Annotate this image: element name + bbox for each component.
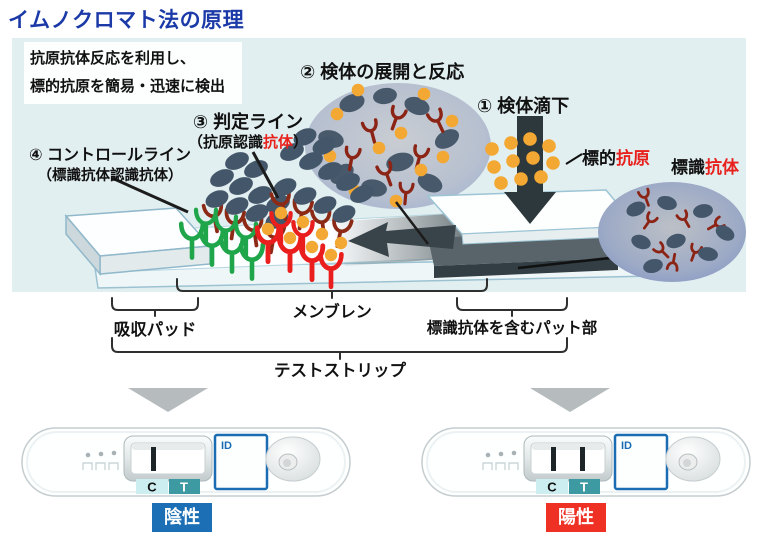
c-chip [536,479,568,494]
result-window [123,435,213,482]
page-title: イムノクロマト法の原理 [8,9,245,32]
t-chip [569,479,600,494]
device-dots [482,450,519,470]
step-drop-label: ① 検体滴下 [477,96,570,116]
test-line-mark [580,447,585,471]
target-antigen-accent: 抗原 [616,149,650,168]
sample-well [265,436,321,482]
result-window [523,435,613,482]
test-strip-bracket [111,337,568,360]
free-antigens [485,132,560,190]
down-triangle-icon [128,388,208,412]
intro-line-2: 標的抗原を簡易・迅速に検出 [30,77,226,95]
test-line-title: ③ 判定ライン [192,112,304,132]
test-line-sub-accent: 抗体 [262,133,293,151]
intro-line-1: 抗原抗体反応を利用し、 [30,50,196,67]
conjugate-pad-bracket [456,297,568,317]
flow-arrow-icon [348,222,456,257]
test-line-sub: （抗原認識抗体） [178,134,318,152]
absorption-pad-label: 吸収パッド [113,321,197,339]
device-positive: C T ID [421,427,751,497]
c-label: C [147,480,157,495]
step-development-label: ② 検体の展開と反応 [300,62,465,82]
conjugate-pad-label: 標識抗体を含むパット部 [426,320,598,337]
sample-well [665,436,721,482]
c-chip [136,479,168,494]
conjugate-pad-pointer-line [517,256,611,270]
membrane-label: メンブレン [292,304,372,321]
labeled-antibody-prefix: 標識 [671,158,705,177]
t-chip [169,479,200,494]
target-antigen-prefix: 標的 [582,149,616,168]
control-line-pointer [111,176,189,214]
absorption-pad-bracket [111,297,199,317]
absorption-pad-3d [64,207,212,277]
device-dots [82,450,119,470]
target-antigen-label: 標的抗原 [582,144,650,169]
control-line-title: ④ コントロールライン [29,147,191,164]
control-line-sub: （標識抗体認識抗体） [37,167,183,184]
strip-brackets [111,278,568,360]
reaction-cloud-pointer-line [395,201,429,245]
device-negative: C T ID [21,427,351,497]
control-line-mark [151,447,156,471]
labeled-antibody-label: 標識抗体 [671,153,739,178]
step-control-line-label: ④ コントロールライン （標識抗体認識抗体） [24,146,196,186]
t-label: T [180,480,188,495]
labeled-antibody-cloud [598,182,746,282]
membrane-bracket [176,278,488,299]
id-label: ID [621,440,632,452]
down-triangle-icon [530,388,610,412]
test-strip-label: テストストリップ [274,362,406,380]
id-label: ID [221,440,232,452]
control-line-mark [551,447,556,471]
result-positive-badge: 陽性 [546,503,606,532]
test-line-sub-suffix: ） [293,133,309,151]
t-label: T [580,480,588,495]
c-label: C [547,480,557,495]
test-line-antibodies [257,128,374,287]
step-test-line-label: ③ 判定ライン （抗原認識抗体） [178,112,318,152]
labeled-antibody-accent: 抗体 [705,158,739,177]
antigen-pointer-line [565,153,583,165]
test-line-sub-prefix: （抗原認識 [187,133,263,151]
intro-note: 抗原抗体反応を利用し、 標的抗原を簡易・迅速に検出 [24,42,242,104]
test-line-pointer [251,151,280,199]
result-negative-badge: 陰性 [152,503,212,532]
